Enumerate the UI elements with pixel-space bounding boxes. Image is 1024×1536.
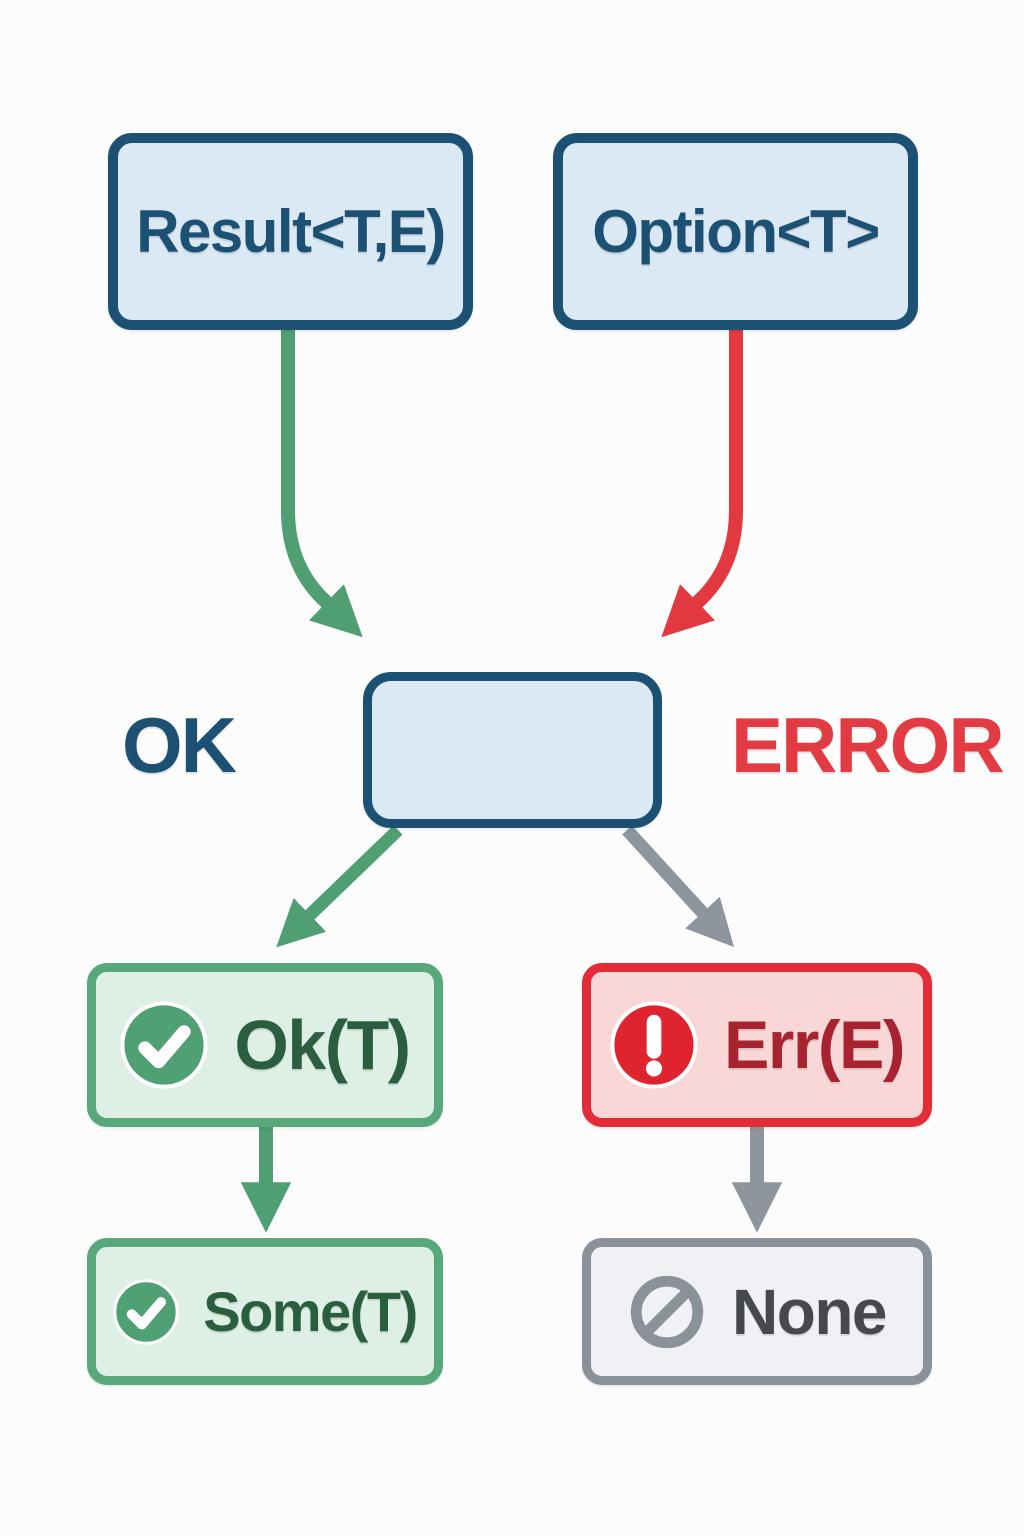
error-annotation: ERROR: [731, 701, 1005, 789]
prohibition-icon: [628, 1273, 706, 1351]
node-err: Err(E): [582, 963, 932, 1127]
ok-annotation: OK: [122, 701, 237, 789]
check-circle-icon: [120, 1001, 208, 1089]
node-none: None: [582, 1238, 932, 1385]
node-option-label: Option<T>: [592, 198, 880, 265]
edge-match-to-ok: [276, 825, 403, 948]
node-ok: Ok(T): [87, 963, 443, 1127]
node-result: Result<T,E): [108, 133, 473, 330]
check-circle-icon: [113, 1278, 179, 1345]
edge-match-to-err: [622, 825, 735, 948]
edge-option-to-match: [661, 322, 743, 638]
node-some: Some(T): [87, 1238, 443, 1385]
node-ok-label: Ok(T): [234, 1006, 411, 1084]
node-option: Option<T>: [553, 133, 918, 330]
node-result-label: Result<T,E): [136, 198, 446, 265]
node-some-label: Some(T): [203, 1280, 418, 1343]
edge-result-to-match: [281, 322, 363, 638]
node-err-label: Err(E): [724, 1007, 905, 1083]
exclamation-circle-icon: [610, 1001, 698, 1089]
node-none-label: None: [732, 1275, 888, 1348]
node-match-empty: [363, 672, 662, 828]
